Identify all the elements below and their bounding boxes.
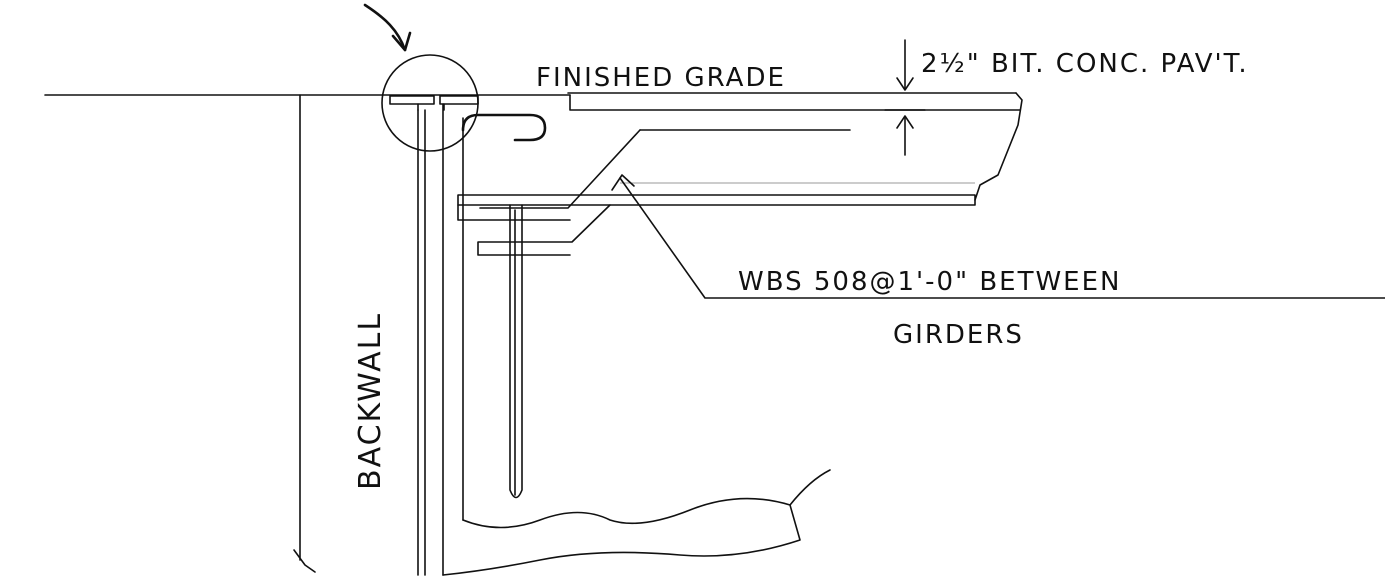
detail-callout-arrow [363,3,412,52]
backwall-label: BACKWALL [353,312,388,490]
pavement-top-line [569,94,1021,111]
pavement-label: 2½" BIT. CONC. PAV'T. [921,49,1249,79]
wbs-label-line2: GIRDERS [893,320,1024,350]
slab-haunch-line [479,129,641,209]
wbs-leader [611,174,1385,299]
finished-grade-label: FINISHED GRADE [536,63,786,93]
bottom-haunch-line [477,204,611,256]
hook-reinforcement-bar [461,113,547,142]
joint-plates [389,95,479,111]
bottom-break-line-right [789,469,831,506]
joint-wall [442,103,464,576]
slab-break-line [974,92,1023,201]
pavement-thickness-dimension [884,39,926,156]
anchor-bars [509,204,523,499]
girder-flange [457,182,976,221]
bottom-break-line [442,497,801,576]
backwall [293,94,426,576]
wbs-label-line1: WBS 508@1'-0" BETWEEN [738,267,1121,297]
